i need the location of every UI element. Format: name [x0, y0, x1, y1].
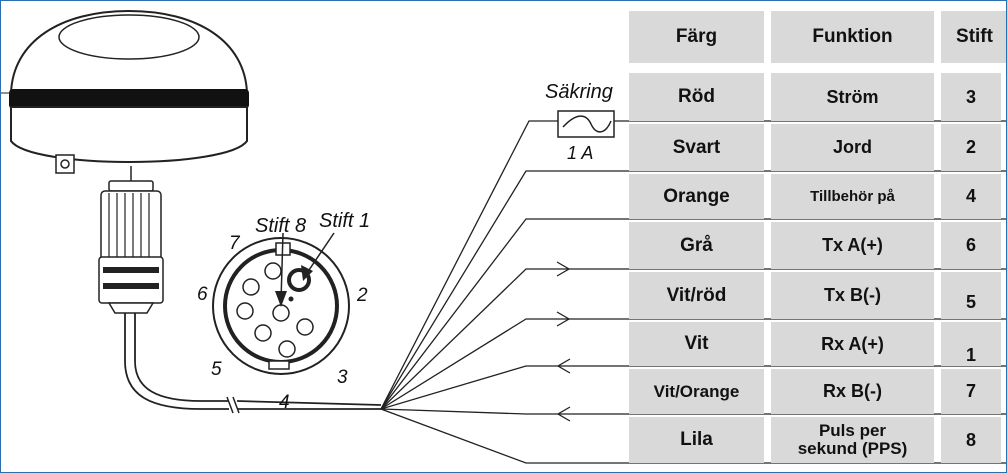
wires: [380, 120, 1006, 464]
row-4-color: Grå: [629, 222, 764, 269]
row-1-color: Röd: [629, 73, 764, 121]
row-8-pin: 8: [941, 417, 1001, 463]
fuse-rating: 1 A: [567, 143, 594, 163]
row-4-pin: 6: [941, 222, 1001, 269]
pin-label-7: 7: [229, 233, 240, 254]
row-5-color: Vit/röd: [629, 272, 764, 319]
gps-antenna: [1, 9, 249, 181]
row-3-function: Tillbehör på: [771, 174, 934, 219]
row-5-function: Tx B(-): [771, 272, 934, 319]
row-4-function: Tx A(+): [771, 222, 934, 269]
pin-label-6: 6: [197, 284, 208, 305]
row-2-pin: 2: [941, 124, 1001, 171]
header-function: Funktion: [771, 11, 934, 63]
pin-label-2: 2: [357, 285, 368, 306]
row-7-color: Vit/Orange: [629, 369, 764, 414]
row-8-color: Lila: [629, 417, 764, 463]
header-pin: Stift: [941, 11, 1006, 63]
stift-1-label: Stift 1: [319, 210, 371, 232]
stift-8-label: Stift 8: [255, 215, 307, 237]
fuse-label: Säkring: [545, 81, 613, 103]
row-2-color: Svart: [629, 124, 764, 171]
pin-label-3: 3: [337, 367, 348, 388]
row-3-color: Orange: [629, 174, 764, 219]
pin-label-5: 5: [211, 359, 222, 380]
row-7-pin: 7: [941, 369, 1001, 414]
header-color: Färg: [629, 11, 764, 63]
row-1-pin: 3: [941, 73, 1001, 121]
row-8-function: Puls per sekund (PPS): [771, 417, 934, 463]
row-6-pin: 1: [941, 322, 1001, 366]
cable-plug: [98, 180, 164, 314]
row-7-function: Rx B(-): [771, 369, 934, 414]
cable-pin-label-4: 4: [279, 392, 290, 413]
row-6-color: Vit: [629, 322, 764, 366]
fuse-symbol: [557, 110, 615, 138]
row-6-function: Rx A(+): [771, 322, 934, 366]
row-2-function: Jord: [771, 124, 934, 171]
row-1-function: Ström: [771, 73, 934, 121]
cable: [124, 313, 382, 414]
row-5-pin: 5: [941, 272, 1001, 319]
row-3-pin: 4: [941, 174, 1001, 219]
connector-face: [212, 232, 350, 375]
